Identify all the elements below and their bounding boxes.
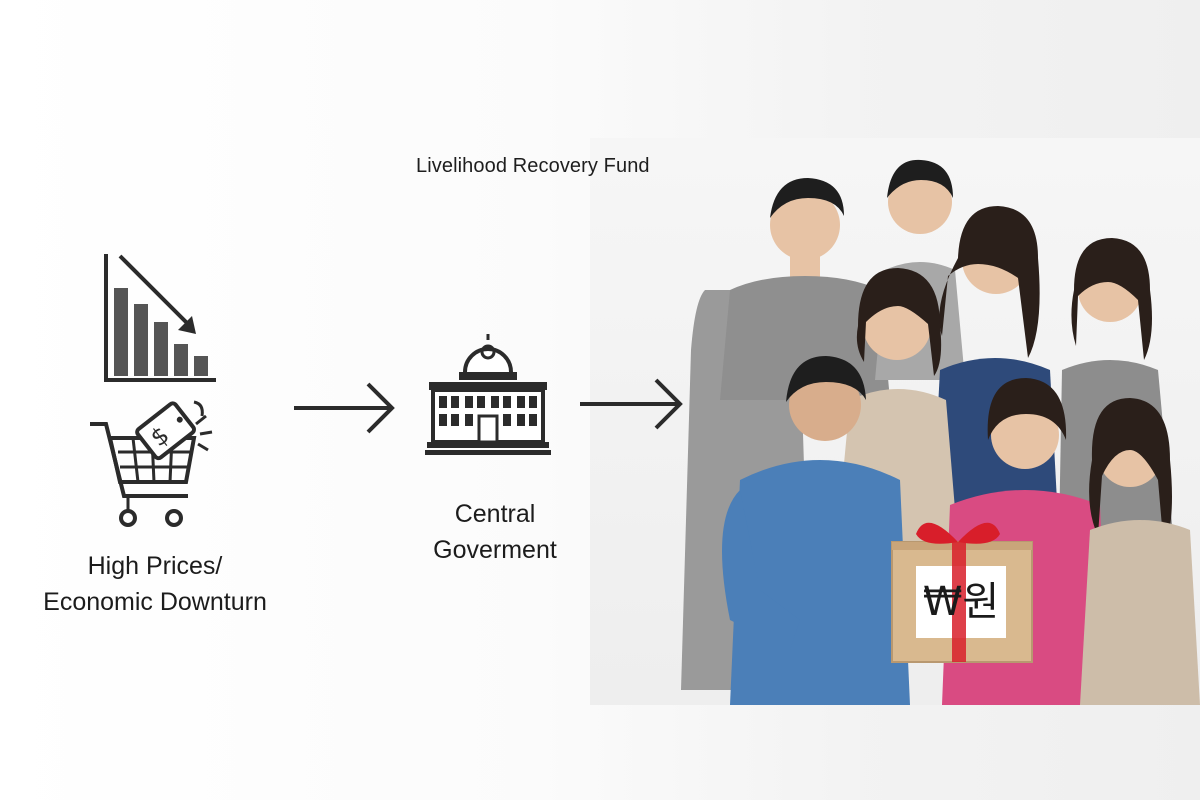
right-arrow-icon: [294, 382, 395, 434]
shopping-cart-price-tag-icon: $: [90, 400, 213, 527]
government-building-icon: [425, 334, 551, 455]
high-prices-label: High Prices/ Economic Downturn: [30, 548, 280, 620]
label-line-1: Central: [454, 500, 536, 528]
declining-bar-chart-icon: [104, 254, 216, 382]
diagram-title: Livelihood Recovery Fund: [416, 155, 650, 177]
right-arrow-icon: [580, 378, 683, 430]
label-line-2: Economic Downturn: [43, 588, 267, 616]
label-line-1: High Prices/: [87, 552, 223, 580]
gift-box: ₩원: [891, 522, 1033, 663]
family-group-photo: ₩원: [681, 159, 1200, 705]
box-label: ₩원: [923, 579, 999, 625]
central-government-label: Central Goverment: [395, 496, 595, 568]
label-line-2: Goverment: [433, 536, 557, 564]
